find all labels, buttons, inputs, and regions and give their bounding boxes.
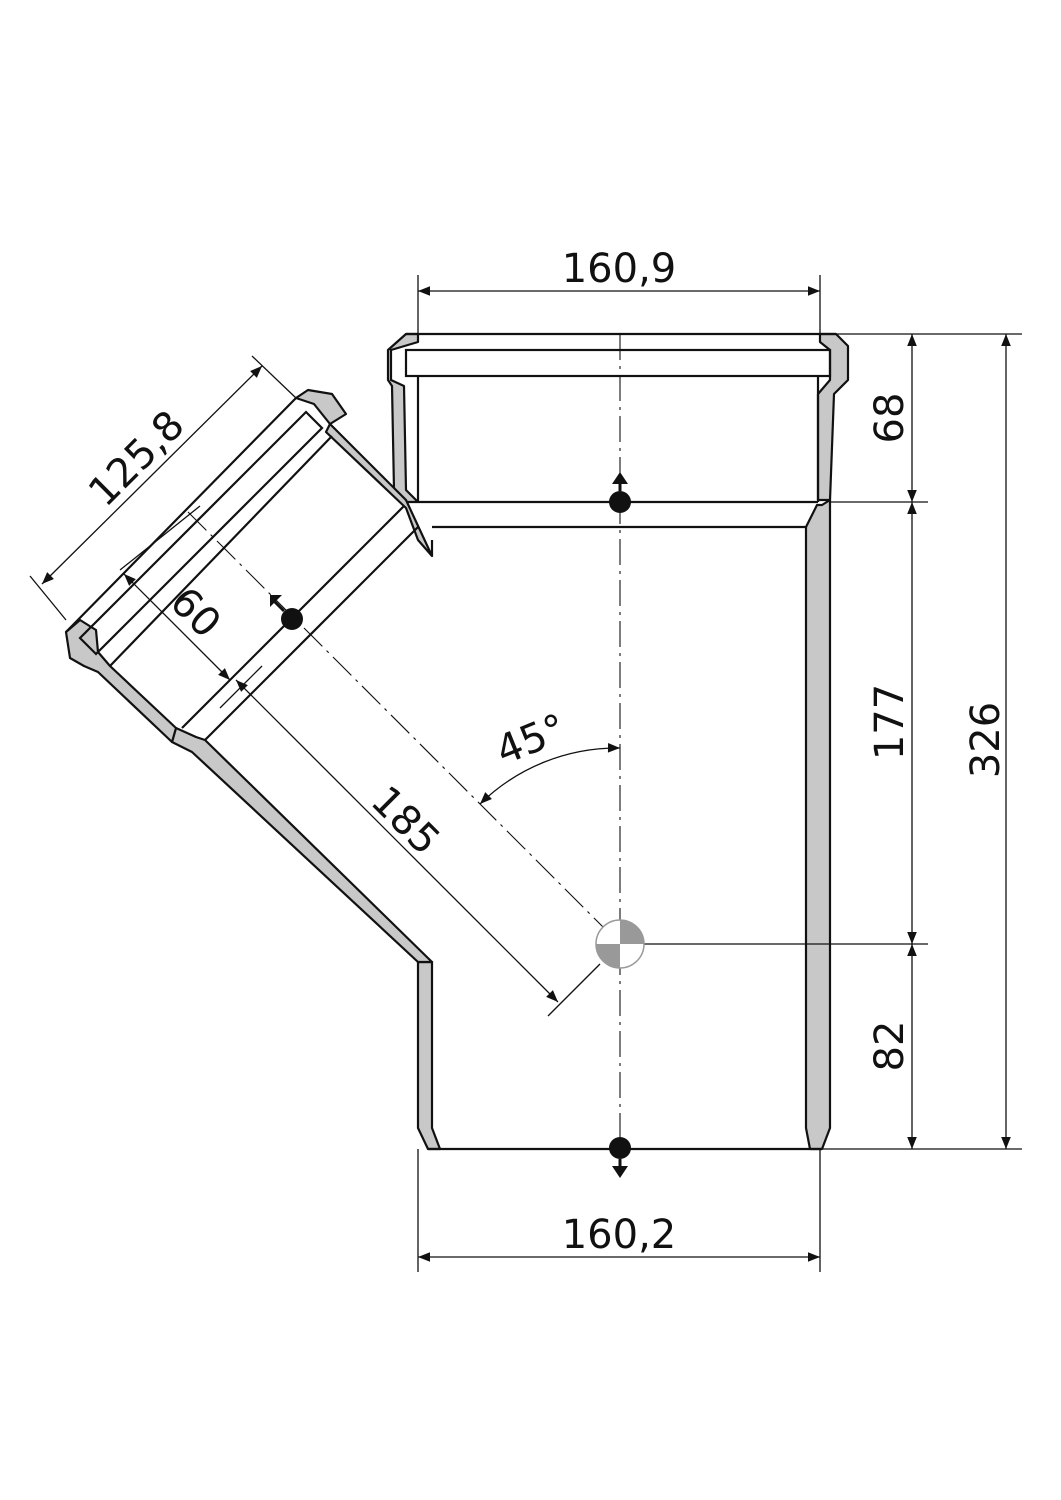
socket-depth-label: 68: [867, 393, 913, 444]
branch-socket-rim: [294, 388, 348, 426]
dimension-upper-length: 177: [867, 502, 917, 944]
main-pipe-left-wall: [416, 960, 442, 1151]
flow-marker-bottom: [609, 1137, 631, 1178]
dimension-bottom-width: 160,2: [417, 1149, 821, 1272]
dimension-socket-depth: 68: [867, 334, 917, 502]
flow-marker-top: [609, 472, 631, 513]
dimension-overall-height: 326: [963, 334, 1011, 1149]
branch-socket-wall: [64, 618, 178, 744]
dimension-top-width: 160,9: [417, 246, 821, 334]
flow-marker-branch: [270, 595, 303, 630]
branch-socket-depth-label: 60: [161, 579, 230, 648]
branch-angle-label: 45°: [490, 705, 573, 774]
pipe-body: [64, 332, 850, 1151]
dimension-branch-angle: 45°: [479, 705, 621, 805]
branch-lower-wall: [170, 726, 434, 964]
intersection-marker: [595, 919, 645, 969]
overall-height-label: 326: [963, 702, 1009, 778]
dimension-lower-length: 82: [867, 944, 917, 1149]
main-socket-right-wall: [816, 332, 850, 502]
branch-diameter-label: 125,8: [80, 402, 194, 516]
main-socket-gasket: [404, 348, 832, 378]
top-width-label: 160,9: [562, 246, 677, 292]
branch-upper-wall: [324, 422, 434, 558]
main-pipe-right-wall: [804, 498, 832, 1151]
branch-length-label: 185: [362, 778, 449, 865]
dimension-branch-socket-depth: 60: [119, 505, 231, 681]
upper-length-label: 177: [867, 684, 913, 760]
main-socket-left-wall: [386, 332, 420, 504]
lower-length-label: 82: [867, 1021, 913, 1072]
branch-spigot-edge: [204, 526, 419, 741]
bottom-width-label: 160,2: [562, 1212, 677, 1258]
